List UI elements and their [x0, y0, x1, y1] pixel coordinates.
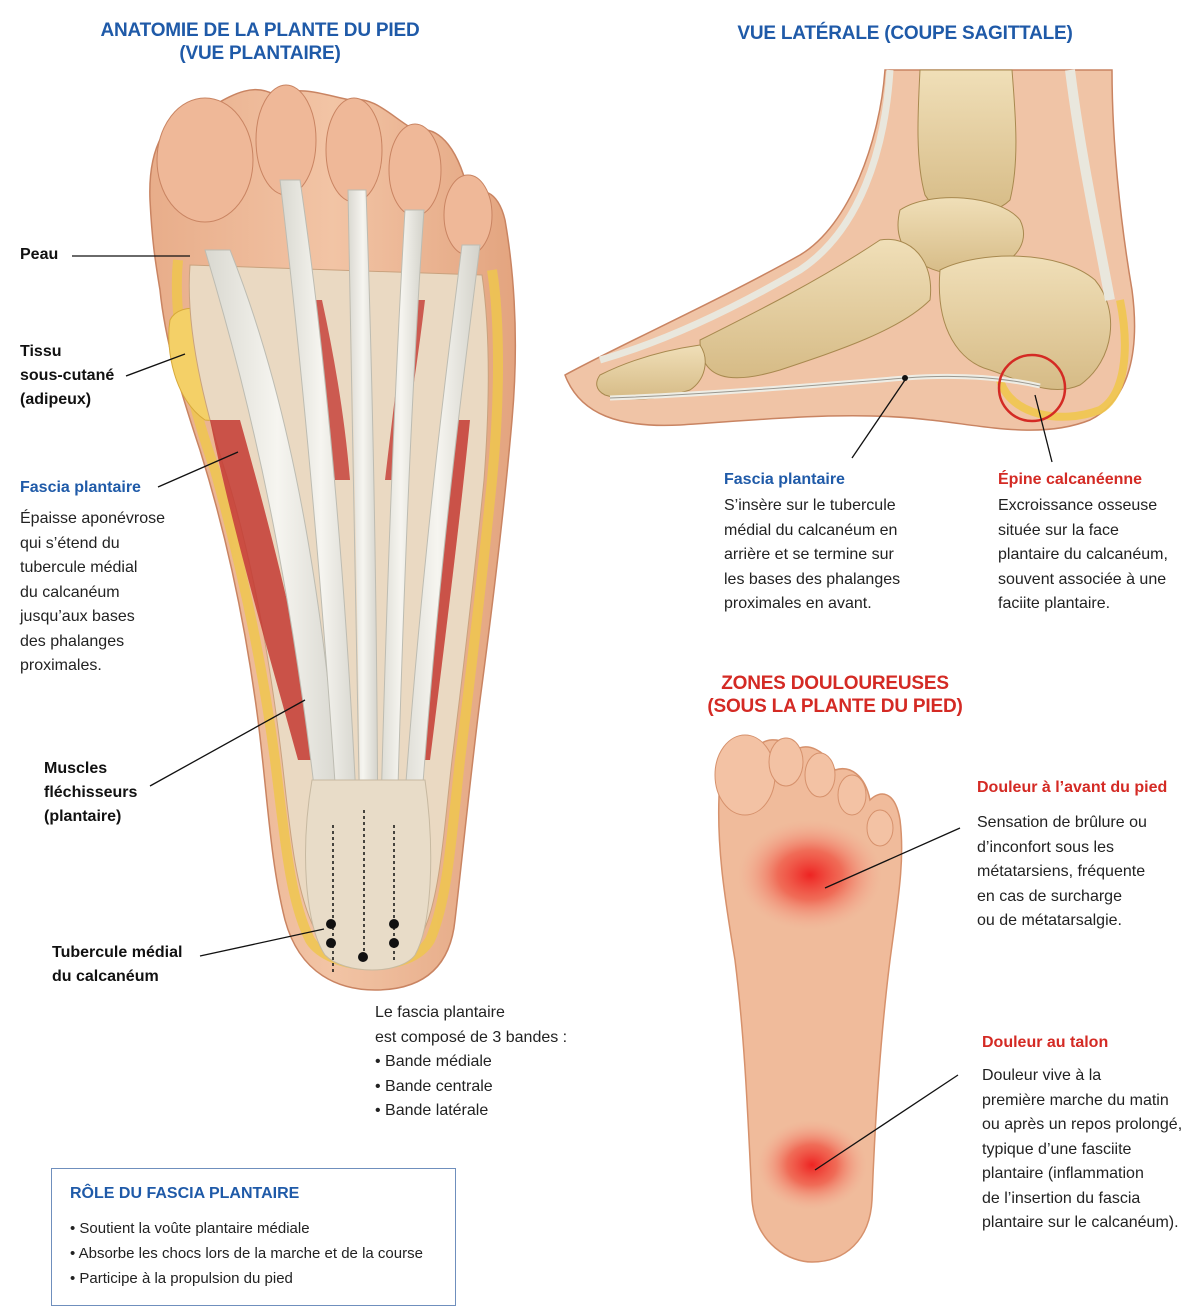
pain-zones-title-line-1: ZONES DOULOUREUSES — [721, 673, 949, 694]
calcaneus — [938, 255, 1112, 390]
role-box-title: RÔLE DU FASCIA PLANTAIRE — [70, 1185, 300, 1202]
toe-5 — [443, 174, 493, 256]
fascia-bands-note: Le fascia plantaire est composé de 3 ban… — [375, 1001, 567, 1124]
heel-pain-zone — [757, 1120, 867, 1210]
band-central: • Bande centrale — [375, 1077, 493, 1095]
band-lateral: • Bande latérale — [375, 1102, 489, 1119]
tibia — [917, 69, 1017, 215]
role-fascia-box: RÔLE DU FASCIA PLANTAIRE • Soutient la v… — [51, 1168, 456, 1306]
label-douleur-avant-pied: Douleur à l’avant du pied — [977, 779, 1168, 796]
pain-toe-4 — [837, 774, 867, 816]
midfoot-bones — [699, 238, 932, 379]
big-toe — [156, 97, 254, 223]
plantar-foot-illustration — [72, 84, 517, 991]
label-fascia-plantaire-left: Fascia plantaire — [20, 479, 141, 496]
label-tubercule-medial: Tubercule médial du calcanéum — [52, 944, 183, 985]
label-tissu-sous-cutane: Tissu sous-cutané (adipeux) — [20, 343, 115, 408]
lateral-foot-illustration — [564, 69, 1136, 463]
role-box-list: • Soutient la voûte plantaire médiale • … — [70, 1216, 423, 1291]
label-fascia-plantaire-right: Fascia plantaire — [724, 471, 845, 488]
heel-spur-marker — [997, 353, 1067, 423]
lateral-fat — [996, 299, 1129, 421]
label-douleur-talon: Douleur au talon — [982, 1034, 1109, 1051]
toe-3 — [325, 97, 383, 203]
fascia-right-description: S’insère sur le tubercule médial du calc… — [724, 497, 901, 612]
lateral-view-title: VUE LATÉRALE (COUPE SAGITTALE) — [737, 23, 1073, 44]
lateral-tendon-back — [1065, 69, 1115, 301]
label-muscles-flechisseurs: Muscles fléchisseurs (plantaire) — [44, 760, 138, 825]
plantar-title-line-2: (VUE PLANTAIRE) — [179, 43, 341, 64]
toe-2 — [255, 84, 317, 196]
epine-description: Excroissance osseuse située sur la face … — [998, 497, 1168, 612]
lateral-tendon-front — [599, 69, 894, 364]
phalanges — [596, 344, 706, 400]
band-markers — [326, 810, 399, 975]
pain-big-toe — [714, 734, 776, 816]
pain-toe-5 — [866, 809, 894, 847]
muscle-medial — [210, 420, 318, 760]
fascia-left-description: Épaisse aponévrose qui s’étend du tuberc… — [20, 510, 165, 674]
plantar-title-line-1: ANATOMIE DE LA PLANTE DU PIED — [100, 20, 420, 41]
label-peau: Peau — [20, 246, 59, 263]
role-item: • Absorbe les chocs lors de la marche et… — [70, 1245, 423, 1262]
role-item: • Participe à la propulsion du pied — [70, 1270, 293, 1287]
plantar-view-title: ANATOMIE DE LA PLANTE DU PIED (VUE PLANT… — [60, 19, 460, 65]
band-medial: • Bande médiale — [375, 1053, 492, 1070]
heel-fascia — [305, 779, 432, 971]
label-epine-calcaneenne: Épine calcanéenne — [998, 471, 1143, 488]
avant-pied-description: Sensation de brûlure ou d’inconfort sous… — [977, 814, 1147, 929]
forefoot-pain-zone — [738, 820, 882, 930]
pain-zones-title-line-2: (SOUS LA PLANTE DU PIED) — [707, 696, 963, 717]
toe-4 — [388, 123, 442, 217]
talon-description: Douleur vive à la première marche du mat… — [982, 1067, 1183, 1231]
pain-zones-illustration — [714, 734, 961, 1263]
role-item: • Soutient la voûte plantaire médiale — [70, 1220, 310, 1237]
pain-toe-2 — [768, 737, 804, 787]
pain-toe-3 — [804, 752, 836, 798]
pain-zones-title: ZONES DOULOUREUSES (SOUS LA PLANTE DU PI… — [660, 672, 1010, 718]
